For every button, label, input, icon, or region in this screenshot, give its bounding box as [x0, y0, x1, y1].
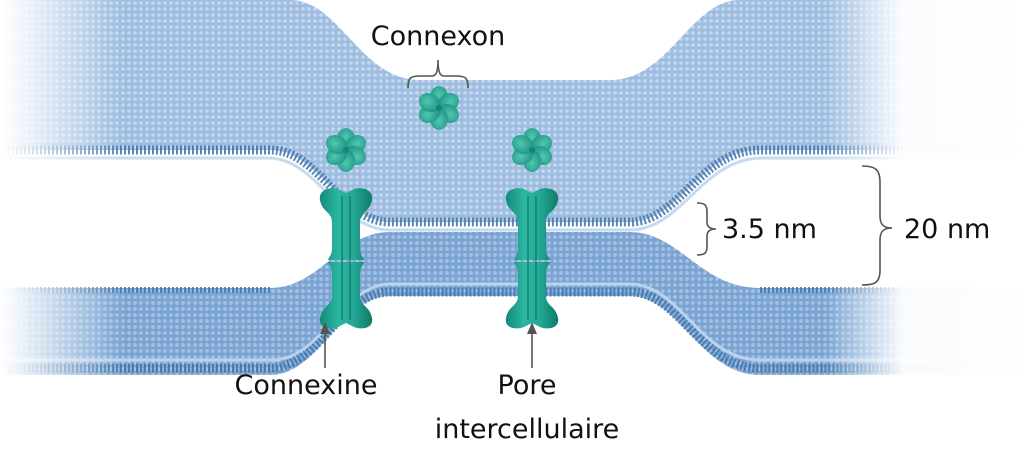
- pore-arrow: [527, 322, 537, 368]
- connexine-label: Connexine: [235, 370, 378, 401]
- channel-right-upper-hemichannel: [505, 188, 559, 260]
- channel-left-lower-hemichannel: [319, 262, 373, 329]
- connexon-right-top-view: [511, 128, 553, 172]
- channel-right-lower-hemichannel: [505, 262, 559, 329]
- connexon-label: Connexon: [371, 21, 506, 52]
- channel-right: [505, 188, 559, 329]
- connexon-top-view: [418, 86, 460, 130]
- connexon-petals: [418, 86, 460, 130]
- gap-large-label: 20 nm: [904, 214, 990, 245]
- pore-label-line1: Pore: [498, 370, 557, 401]
- channel-left-upper-hemichannel: [319, 188, 373, 260]
- pore-label-line2: intercellulaire: [435, 414, 620, 445]
- gap-large-bracket: [861, 165, 893, 286]
- connexine-arrow: [320, 322, 330, 368]
- connexon-left-top-view: [325, 128, 367, 172]
- gap-small-bracket: [696, 202, 717, 256]
- connexon-bracket: [407, 59, 469, 89]
- channel-left: [319, 188, 373, 329]
- gap-small-label: 3.5 nm: [722, 214, 817, 245]
